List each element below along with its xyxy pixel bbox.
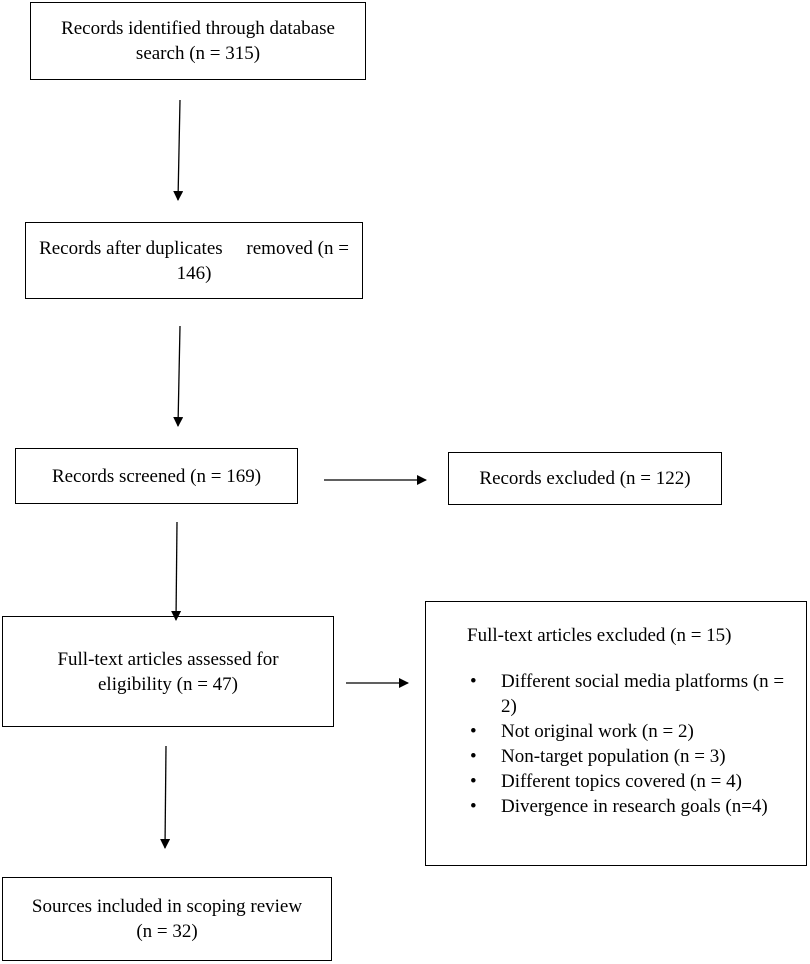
bullet-icon: • <box>470 721 477 742</box>
arrow-identified-to-after-duplicates <box>173 99 184 201</box>
box-records-excluded: Records excluded (n = 122) <box>448 452 722 505</box>
records-after-duplicates-text: Records after duplicates removed (n = 14… <box>39 237 354 284</box>
exclusion-reason-text: Different topics covered (n = 4) <box>501 771 742 792</box>
box-records-identified: Records identified through database sear… <box>30 2 366 80</box>
box-records-after-duplicates: Records after duplicates removed (n = 14… <box>25 222 363 299</box>
bullet-icon: • <box>470 771 477 792</box>
bullet-icon: • <box>470 796 477 817</box>
arrow-screened-to-assessed <box>171 521 182 621</box>
records-excluded-text: Records excluded (n = 122) <box>479 468 691 489</box>
box-fulltext-assessed: Full-text articles assessed for eligibil… <box>2 616 334 727</box>
exclusion-reason-item: • Different social media platforms (n = 2… <box>426 669 806 719</box>
bullet-icon: • <box>470 746 477 767</box>
exclusion-reasons-list: • Different social media platforms (n = 2… <box>426 669 806 819</box>
exclusion-reason-item: • Different topics covered (n = 4) <box>426 769 806 794</box>
fulltext-assessed-text: Full-text articles assessed for eligibil… <box>57 648 284 695</box>
fulltext-excluded-heading: Full-text articles excluded (n = 15) <box>467 625 732 646</box>
exclusion-reason-text: Divergence in research goals (n=4) <box>501 796 768 817</box>
exclusion-reason-text: Non-target population (n = 3) <box>501 746 726 767</box>
box-fulltext-excluded: Full-text articles excluded (n = 15) • Di… <box>425 601 807 866</box>
arrow-after-duplicates-to-screened <box>173 325 184 427</box>
exclusion-reason-item: • Divergence in research goals (n=4) <box>426 794 806 819</box>
bullet-icon: • <box>470 671 477 692</box>
box-sources-included: Sources included in scoping review (n = … <box>2 877 332 961</box>
exclusion-reason-item: • Non-target population (n = 3) <box>426 744 806 769</box>
records-identified-text: Records identified through database sear… <box>61 18 340 64</box>
sources-included-text: Sources included in scoping review (n = … <box>31 896 307 942</box>
arrow-assessed-to-included <box>160 745 171 849</box>
exclusion-reason-text: Not original work (n = 2) <box>501 721 694 742</box>
exclusion-reason-item: • Not original work (n = 2) <box>426 719 806 744</box>
exclusion-reason-text: Different social media platforms (n = 2) <box>501 671 785 717</box>
box-records-screened: Records screened (n = 169) <box>15 448 298 504</box>
records-screened-text: Records screened (n = 169) <box>51 465 262 487</box>
